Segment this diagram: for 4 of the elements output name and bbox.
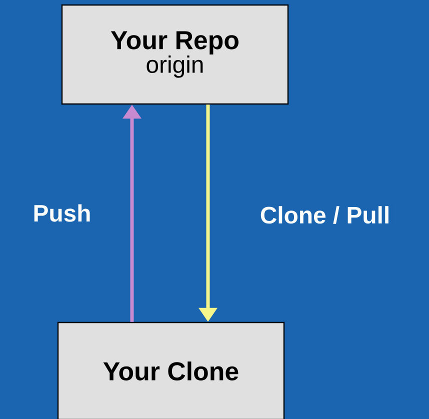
repository-box: Your Clone: [57, 322, 285, 419]
edge-label: Push: [30, 202, 94, 224]
edge-label: Clone / Pull: [258, 204, 392, 226]
repository-box: Your Repo origin: [61, 4, 289, 105]
